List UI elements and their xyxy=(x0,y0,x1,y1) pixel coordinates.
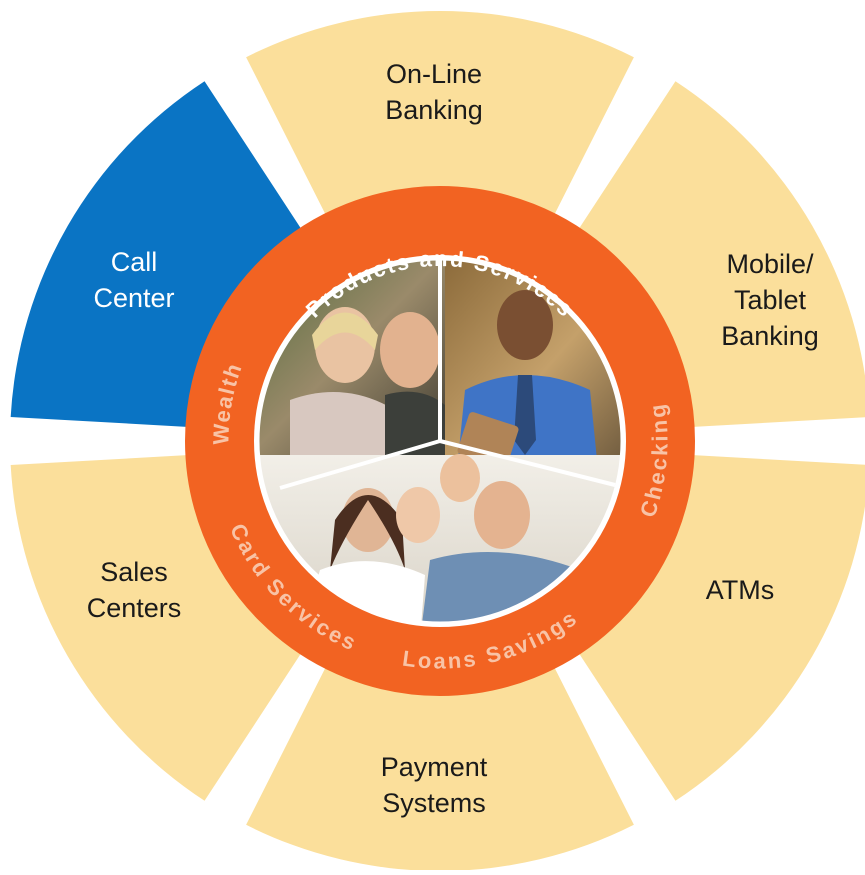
couple-clothing xyxy=(290,392,395,460)
products-ring xyxy=(185,186,695,696)
girl-face xyxy=(396,487,440,543)
segment-label-atms: ATMs xyxy=(706,575,775,605)
products-ring-band xyxy=(185,186,695,696)
segment-sales[interactable] xyxy=(10,454,306,801)
segment-label-callcenter: Center xyxy=(93,283,174,313)
segment-callcenter[interactable] xyxy=(10,81,306,428)
segment-mobile[interactable] xyxy=(574,81,865,428)
segment-label-sales: Sales xyxy=(100,557,168,587)
photo-border xyxy=(254,255,626,627)
channel-segments xyxy=(10,11,865,871)
segment-label-sales: Centers xyxy=(87,593,182,623)
segment-label-mobile: Banking xyxy=(721,321,819,351)
channel-labels: On-LineBankingMobile/TabletBankingATMsPa… xyxy=(87,59,819,818)
photo-divider-right xyxy=(439,439,616,487)
segment-label-mobile: Mobile/ xyxy=(726,249,814,279)
center-photo-collage xyxy=(257,258,623,624)
segment-label-online: Banking xyxy=(385,95,483,125)
segment-payment[interactable] xyxy=(246,659,634,871)
mother-hair xyxy=(330,495,405,570)
segment-label-payment: Payment xyxy=(381,752,488,782)
woman-hair xyxy=(312,312,378,350)
segment-atms[interactable] xyxy=(574,454,865,801)
segment-online[interactable] xyxy=(246,11,634,223)
father-face xyxy=(474,481,530,549)
man-face xyxy=(380,312,440,388)
segment-label-payment: Systems xyxy=(382,788,486,818)
segment-label-callcenter: Call xyxy=(111,247,158,277)
boy-face xyxy=(440,454,480,502)
segment-label-online: On-Line xyxy=(386,59,482,89)
clipboard xyxy=(457,412,519,468)
photo-dividers xyxy=(279,258,616,490)
worker-face xyxy=(497,290,553,360)
segment-label-mobile: Tablet xyxy=(734,285,807,315)
ring-product-loans: Loans xyxy=(401,646,479,674)
worker-tie xyxy=(514,375,536,455)
photo-divider-left xyxy=(279,439,441,490)
